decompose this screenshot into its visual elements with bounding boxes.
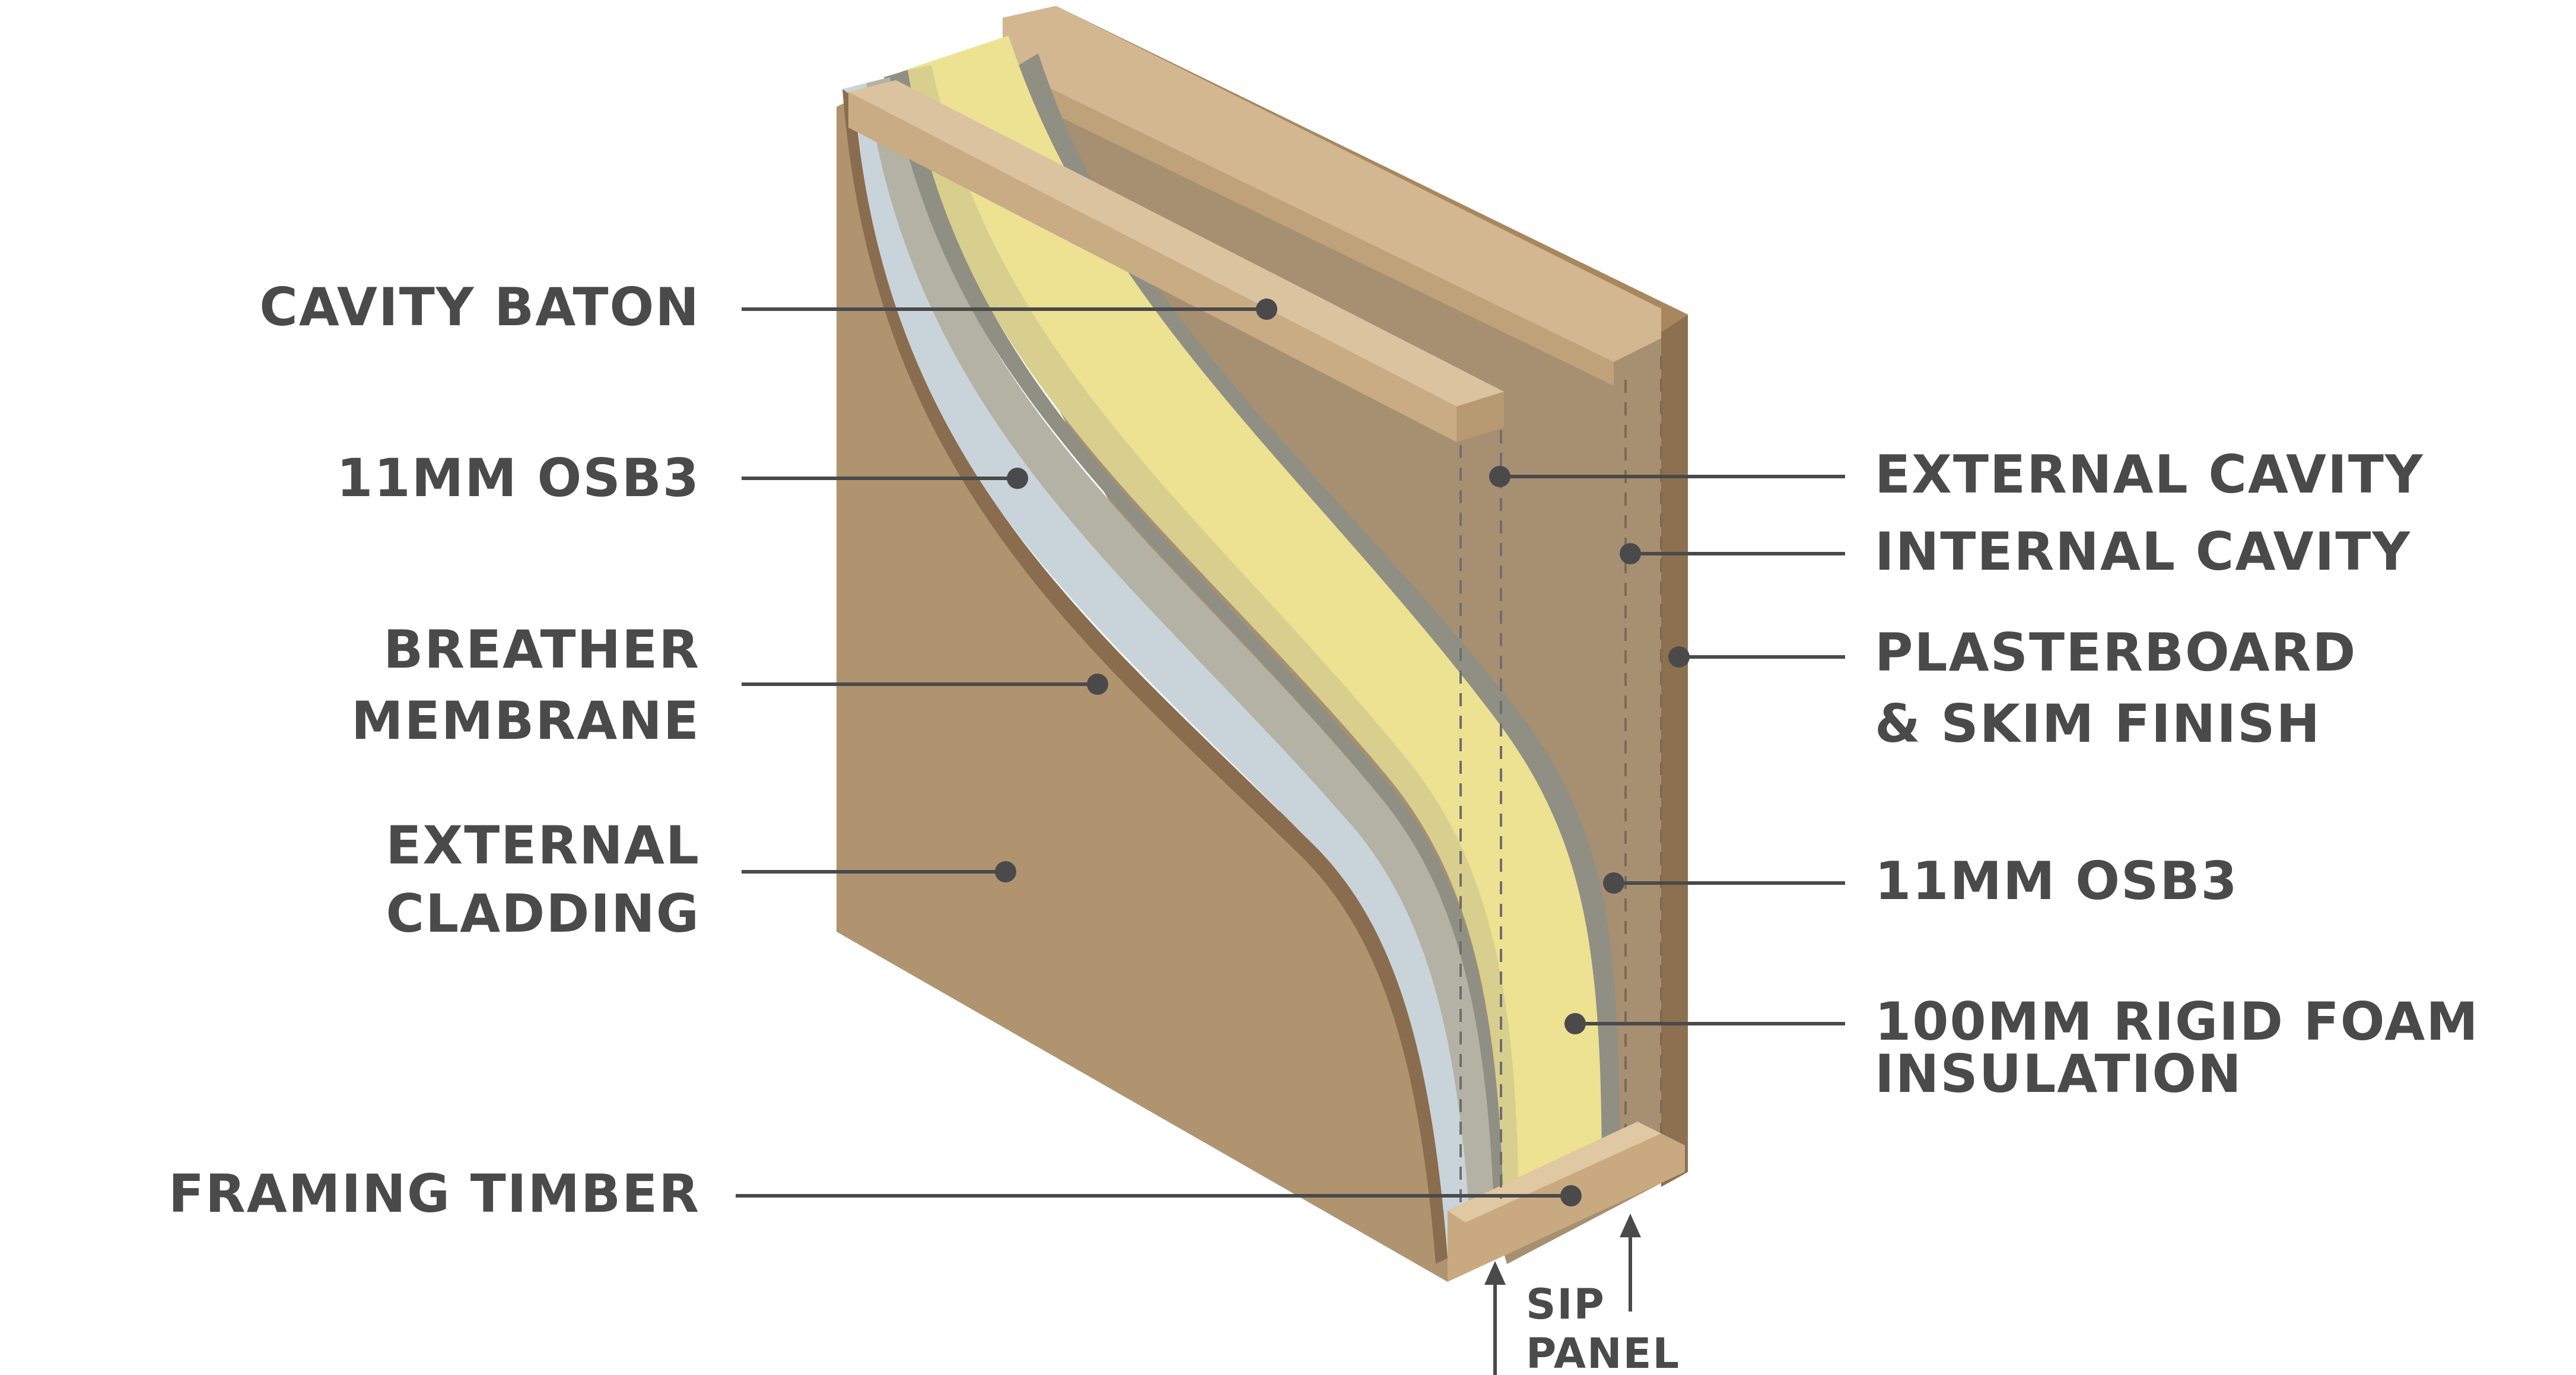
bottom-labels: SIP PANEL xyxy=(1526,1280,1680,1375)
left-labels: CAVITY BATON 11MM OSB3 BREATHER MEMBRANE… xyxy=(168,277,700,1224)
label-plasterboard-line1: PLASTERBOARD xyxy=(1875,622,2356,683)
label-osb3-outer: 11MM OSB3 xyxy=(336,447,700,509)
dot-internal-cavity xyxy=(1620,543,1641,564)
plasterboard-edge xyxy=(1661,315,1688,1187)
label-framing-timber: FRAMING TIMBER xyxy=(168,1163,700,1224)
label-external-cavity: EXTERNAL CAVITY xyxy=(1875,444,2424,505)
label-cladding-line2: CLADDING xyxy=(386,883,700,944)
dot-plasterboard xyxy=(1668,646,1690,668)
dot-rigid-foam xyxy=(1564,1013,1586,1034)
cavity-baton-end xyxy=(1456,392,1504,442)
top-plate-back xyxy=(1003,6,1661,362)
label-foam-line1: 100MM RIGID FOAM xyxy=(1875,991,2479,1052)
label-plasterboard-line2: & SKIM FINISH xyxy=(1875,693,2321,754)
dot-external-cavity xyxy=(1489,466,1510,487)
rigid-foam-insulation xyxy=(902,36,1602,1234)
right-labels: EXTERNAL CAVITY INTERNAL CAVITY PLASTERB… xyxy=(1875,444,2479,1104)
label-sip-line2: PANEL xyxy=(1526,1329,1680,1375)
dot-cavity-baton xyxy=(1256,299,1277,320)
label-breather-line2: MEMBRANE xyxy=(351,690,700,751)
dot-breather-membrane xyxy=(1087,674,1108,695)
dot-framing-timber xyxy=(1560,1185,1582,1206)
dot-osb3-outer xyxy=(1007,468,1028,489)
wall-illustration xyxy=(837,6,1688,1375)
label-foam-line2: INSULATION xyxy=(1875,1043,2243,1104)
cavity-baton-top xyxy=(848,80,1504,407)
label-cladding-line1: EXTERNAL xyxy=(386,815,700,876)
label-osb3-inner: 11MM OSB3 xyxy=(1875,850,2238,912)
label-internal-cavity: INTERNAL CAVITY xyxy=(1875,521,2411,582)
sip-panel-arrows xyxy=(1484,1214,1641,1375)
leader-lines xyxy=(736,299,1845,1206)
breather-membrane xyxy=(842,83,1471,1258)
label-cavity-baton: CAVITY BATON xyxy=(259,277,700,338)
dot-osb3-inner xyxy=(1603,872,1624,894)
foam-shadow-band xyxy=(902,65,1519,1234)
cavity-baton-side xyxy=(848,92,1456,442)
label-sip-line1: SIP xyxy=(1526,1280,1605,1329)
dot-external-cladding xyxy=(995,861,1016,882)
top-plate-back-side xyxy=(1003,65,1614,386)
label-breather-line1: BREATHER xyxy=(383,619,700,680)
